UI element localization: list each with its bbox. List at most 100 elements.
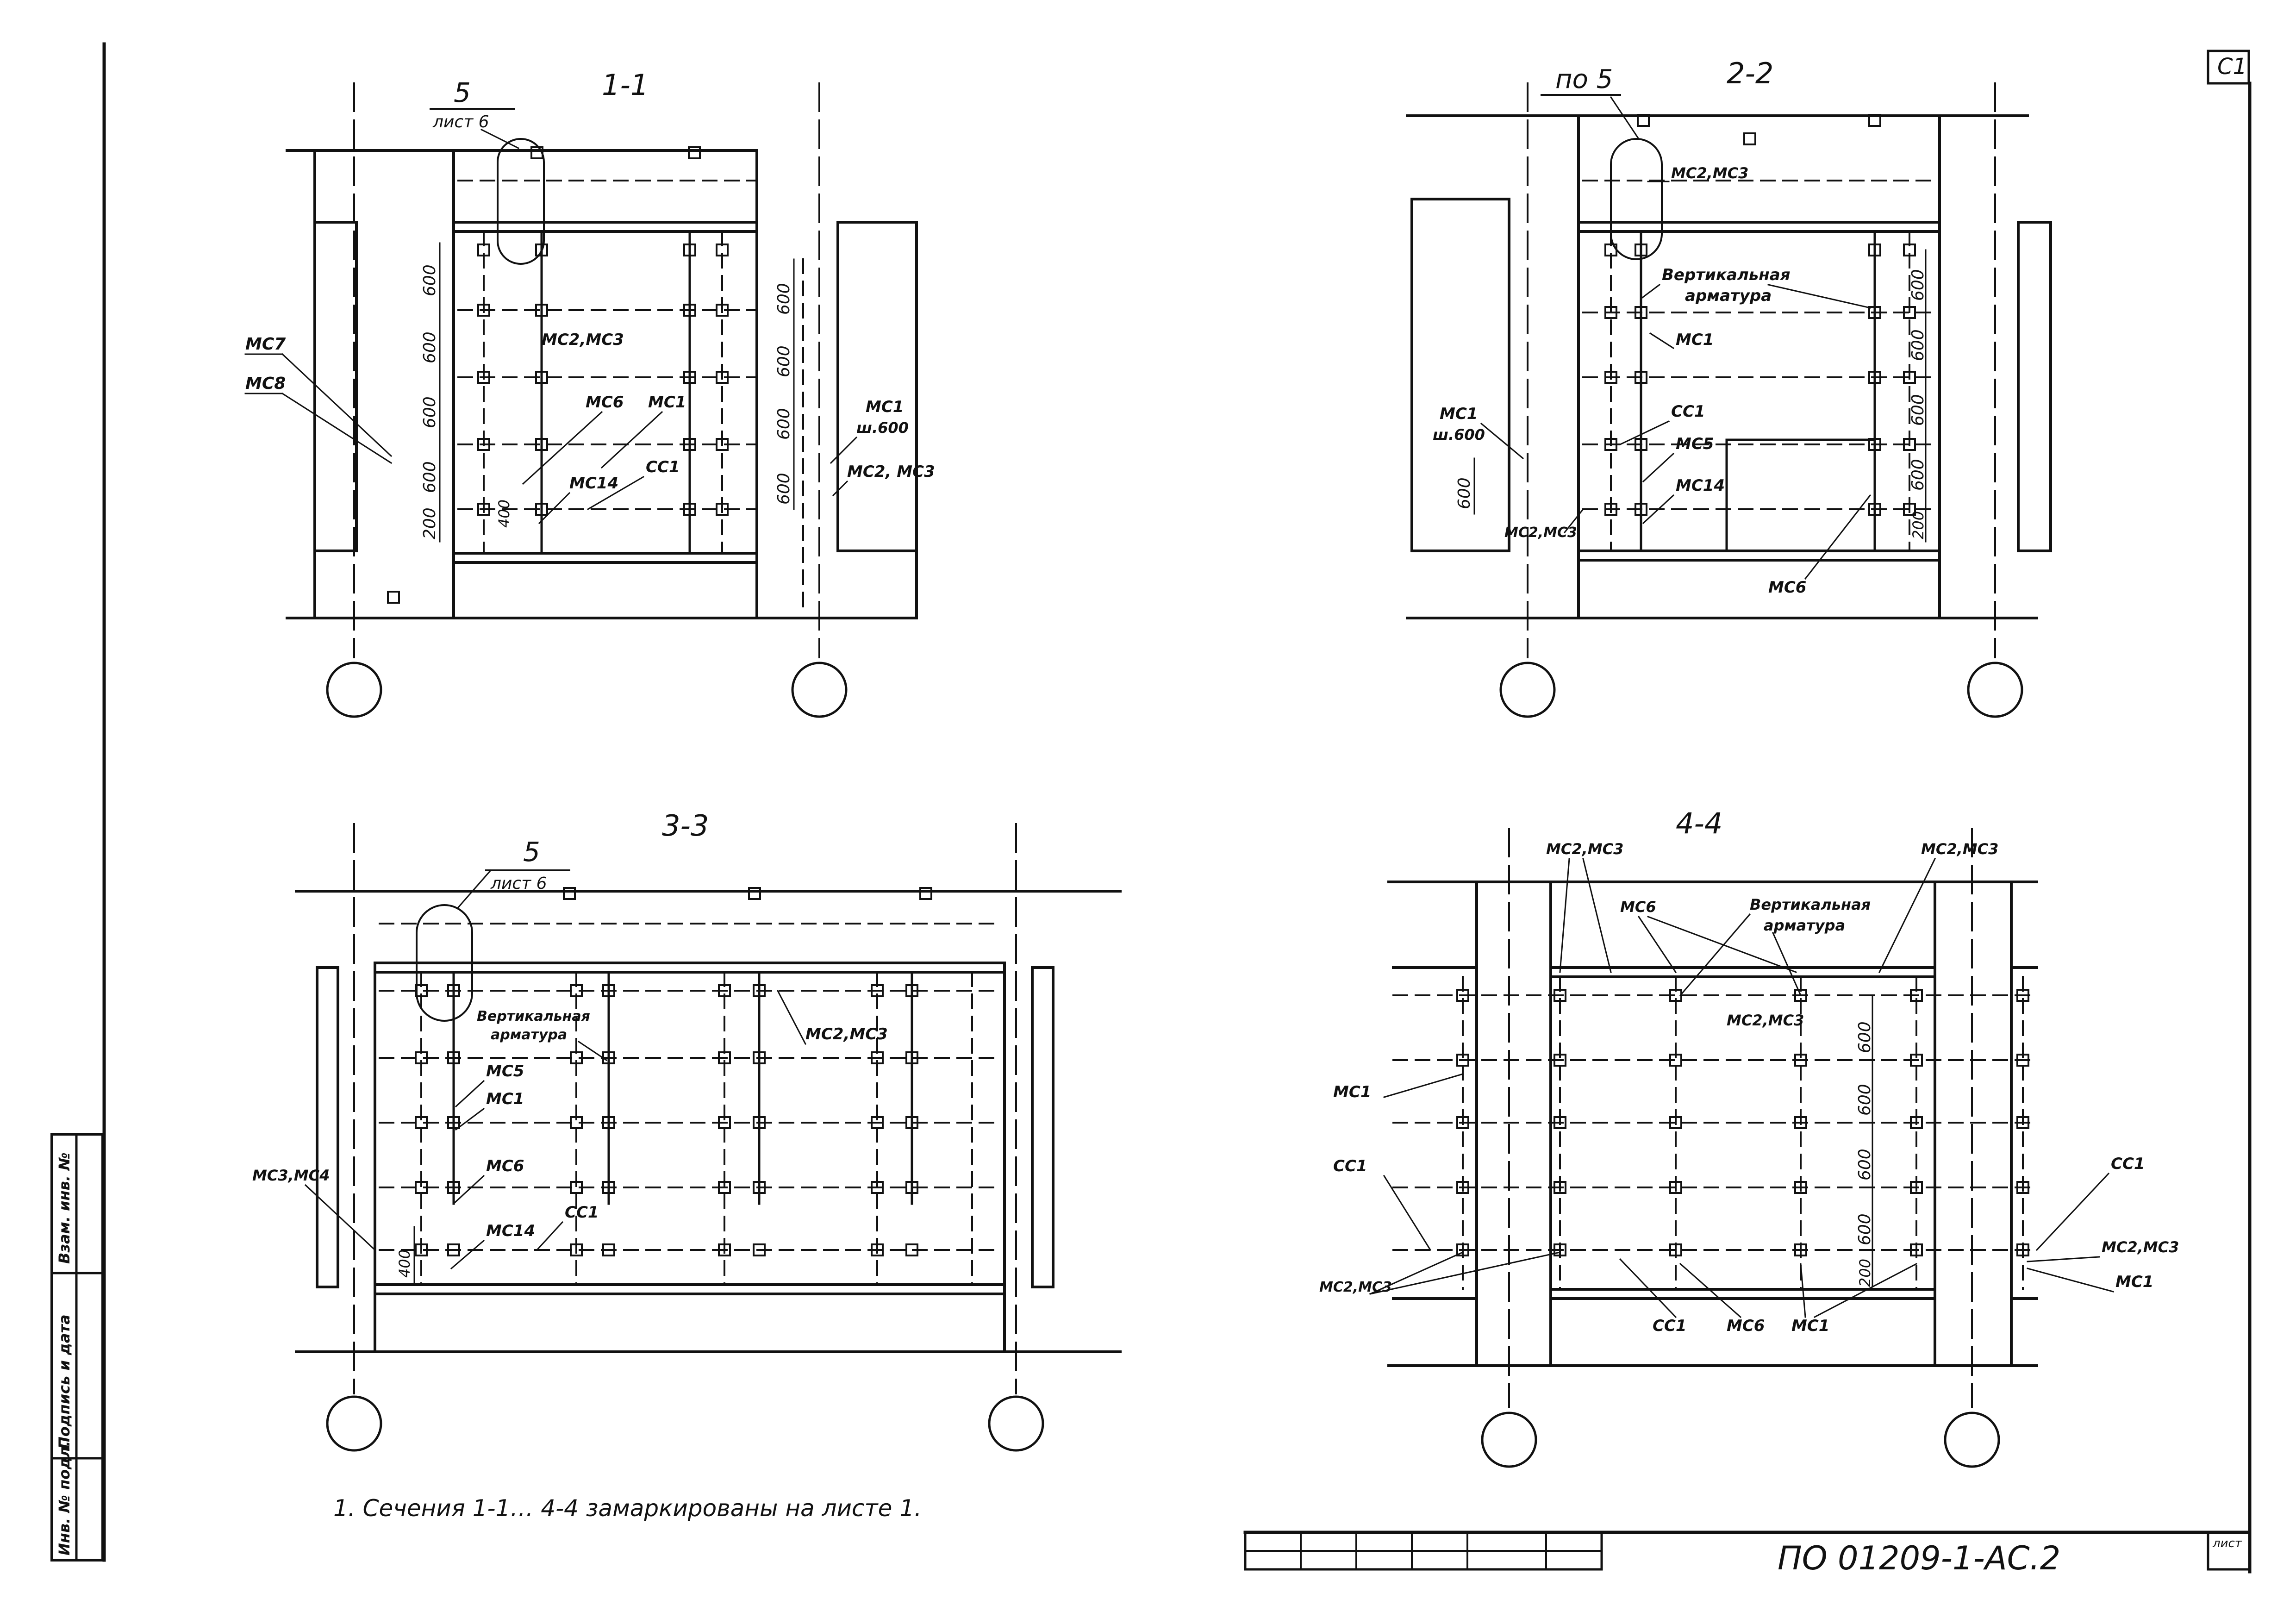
anchor-symbol [1604, 306, 1617, 319]
s3-label-mc3-mc4: МС3,МС4 [252, 1167, 330, 1184]
anchor-symbol [871, 1181, 884, 1194]
s4-label-mc1-right: МС1 [2115, 1273, 2153, 1291]
s2-label-mc5: МС5 [1676, 435, 1714, 453]
anchor-symbol [1868, 438, 1881, 451]
s4-dim-right-4: 600 [1855, 1213, 1874, 1245]
anchor-symbol [1794, 1116, 1807, 1129]
anchor-symbol [1903, 244, 1916, 256]
anchor-symbol [602, 1243, 615, 1256]
s1-dim-left-2: 600 [420, 331, 439, 363]
anchor-symbol [683, 304, 696, 317]
anchor-symbol [1868, 244, 1881, 256]
s2-dim-right-4: 600 [1909, 459, 1928, 491]
anchor-symbol [570, 984, 583, 997]
anchor-symbol [718, 1181, 731, 1194]
anchor-symbol [1456, 1054, 1469, 1067]
anchor-symbol [2016, 1116, 2029, 1129]
s3-label-reinforcement: арматура [491, 1027, 567, 1043]
anchor-symbol [683, 438, 696, 451]
s4-label-cc1-bottom: СС1 [1653, 1317, 1687, 1335]
anchor-symbol [570, 1181, 583, 1194]
anchor-symbol [535, 244, 548, 256]
s2-label-step600: ш.600 [1433, 426, 1485, 443]
s1-dim-right-3: 600 [774, 408, 793, 440]
s4-label-mc2-mc3-topleft: МС2,МС3 [1546, 840, 1623, 858]
anchor-symbol [1794, 1243, 1807, 1256]
sheet-code: C1 [2217, 54, 2247, 80]
s2-label-mc2-mc3-left: МС2,МС3 [1504, 525, 1577, 541]
anchor-symbol [1903, 306, 1916, 319]
s3-label-vertical: Вертикальная [477, 1008, 590, 1024]
anchor-symbol [871, 1116, 884, 1129]
anchor-symbol [1635, 244, 1647, 256]
anchor-symbol [688, 146, 701, 159]
anchor-symbol [415, 1181, 428, 1194]
s3-axis-marker-left [326, 1395, 382, 1452]
anchor-symbol [1910, 1116, 1923, 1129]
s1-dim-400: 400 [495, 500, 513, 528]
anchor-symbol [1456, 1243, 1469, 1256]
s1-label-cc1: СС1 [646, 458, 680, 476]
anchor-symbol [415, 984, 428, 997]
s1-dim-right-4: 600 [774, 473, 793, 505]
anchor-symbol [563, 887, 576, 900]
sheet-label: лист [2212, 1537, 2242, 1550]
anchor-symbol [1456, 989, 1469, 1002]
anchor-symbol [871, 1243, 884, 1256]
s2-callout-text: по 5 [1555, 64, 1613, 94]
anchor-symbol [718, 1051, 731, 1064]
anchor-symbol [2016, 1243, 2029, 1256]
side-stamp: Инв. № подл. Подпись и дата Взам. инв. № [50, 1133, 104, 1562]
anchor-symbol [683, 371, 696, 384]
title-block [1243, 1530, 2252, 1571]
anchor-symbol [477, 438, 490, 451]
anchor-symbol [477, 244, 490, 256]
stamp-replaced-inv: Взам. инв. № [56, 1152, 73, 1264]
s1-dim-left-1: 600 [420, 264, 439, 296]
s3-label-mc14: МС14 [486, 1222, 535, 1240]
s1-dim-right-2: 600 [774, 345, 793, 377]
anchor-symbol [716, 244, 729, 256]
anchor-symbol [1635, 306, 1647, 319]
anchor-symbol [716, 371, 729, 384]
anchor-symbol [1669, 1116, 1682, 1129]
anchor-symbol [387, 591, 400, 604]
anchor-symbol [2016, 1054, 2029, 1067]
anchor-symbol [447, 984, 460, 997]
anchor-symbol [753, 1051, 766, 1064]
s4-label-cc1-right: СС1 [2111, 1155, 2145, 1173]
s3-axis-marker-right [988, 1395, 1044, 1452]
anchor-symbol [1669, 989, 1682, 1002]
anchor-symbol [718, 1243, 731, 1256]
s1-label-mc1: МС1 [648, 393, 686, 412]
anchor-symbol [447, 1051, 460, 1064]
s1-label-step600: ш.600 [856, 419, 909, 437]
anchor-symbol [871, 1051, 884, 1064]
anchor-symbol [1794, 1054, 1807, 1067]
anchor-symbol [477, 304, 490, 317]
section-4-4: 4-4 600 600 600 [1319, 806, 2179, 1468]
anchor-symbol [602, 1181, 615, 1194]
s4-dim-right-2: 600 [1855, 1084, 1874, 1116]
anchor-symbol [1669, 1054, 1682, 1067]
anchor-symbol [415, 1243, 428, 1256]
anchor-symbol [1903, 438, 1916, 451]
anchor-symbol [1910, 1243, 1923, 1256]
anchor-symbol [415, 1116, 428, 1129]
anchor-symbol [1554, 989, 1566, 1002]
s1-dim-left-5: 200 [420, 507, 439, 539]
s4-label-reinforcement: арматура [1764, 917, 1845, 934]
s1-label-mc8: МС8 [245, 374, 286, 393]
section-2-2-title: 2-2 [1727, 56, 1773, 90]
s4-label-mc2-mc3-topright: МС2,МС3 [1921, 840, 1998, 858]
anchor-symbol [1910, 989, 1923, 1002]
s2-dim-right-2: 600 [1909, 329, 1928, 361]
s2-label-reinforcement: арматура [1685, 287, 1772, 305]
anchor-symbol [753, 1116, 766, 1129]
s2-label-mc1: МС1 [1676, 331, 1714, 349]
stamp-inv-number: Инв. № подл. [56, 1441, 73, 1555]
s3-label-mc1: МС1 [486, 1090, 524, 1108]
anchor-symbol [1910, 1181, 1923, 1194]
s2-dim-left-1: 600 [1455, 477, 1474, 509]
